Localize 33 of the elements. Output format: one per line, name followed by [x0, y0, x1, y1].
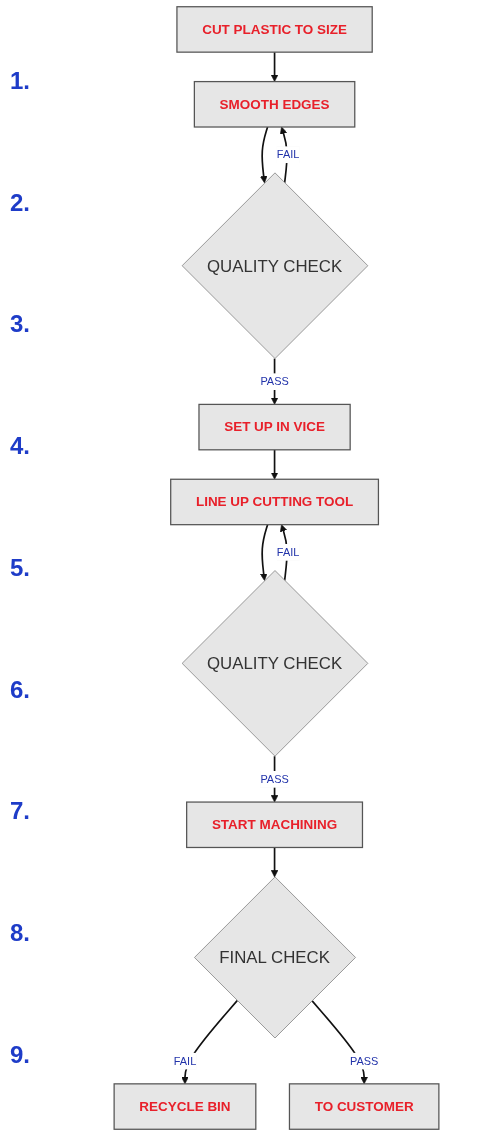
- arrow: [280, 524, 288, 582]
- arrow: [181, 999, 239, 1085]
- edge-label: PASS: [349, 1054, 379, 1068]
- node-diamond: QUALITY CHECK: [181, 570, 369, 757]
- step-number: 7.: [10, 797, 31, 826]
- node-box: SMOOTH EDGES: [193, 80, 356, 128]
- arrow: [280, 126, 288, 184]
- step-number: 2.: [10, 188, 31, 217]
- step-number: 5.: [10, 553, 31, 582]
- arrow: [270, 846, 279, 878]
- node-box: LINE UP CUTTING TOOL: [170, 478, 380, 526]
- arrow: [260, 523, 269, 581]
- edge-label: PASS: [260, 772, 289, 786]
- node-box: TO CUSTOMER: [288, 1083, 440, 1130]
- step-number: 9.: [10, 1041, 31, 1069]
- node-box: SET UP IN VICE: [198, 403, 351, 451]
- step-number: 1.: [10, 66, 31, 95]
- node-diamond: QUALITY CHECK: [181, 172, 369, 359]
- node-box: RECYCLE BIN: [113, 1083, 257, 1130]
- node-box: CUT PLASTIC TO SIZE: [176, 6, 373, 53]
- edge-label: FAIL: [276, 545, 300, 559]
- step-number: 6.: [10, 675, 31, 704]
- edge-label: PASS: [260, 374, 289, 388]
- edge-label: FAIL: [173, 1054, 197, 1068]
- step-number: 3.: [10, 310, 31, 339]
- arrow: [260, 126, 269, 184]
- node-diamond: FINAL CHECK: [194, 876, 356, 1039]
- edge-label: FAIL: [276, 147, 300, 161]
- node-box: START MACHINING: [186, 801, 364, 849]
- step-number: 4.: [10, 432, 31, 461]
- arrow: [270, 51, 279, 82]
- step-number: 8.: [10, 919, 31, 948]
- arrow: [270, 449, 279, 480]
